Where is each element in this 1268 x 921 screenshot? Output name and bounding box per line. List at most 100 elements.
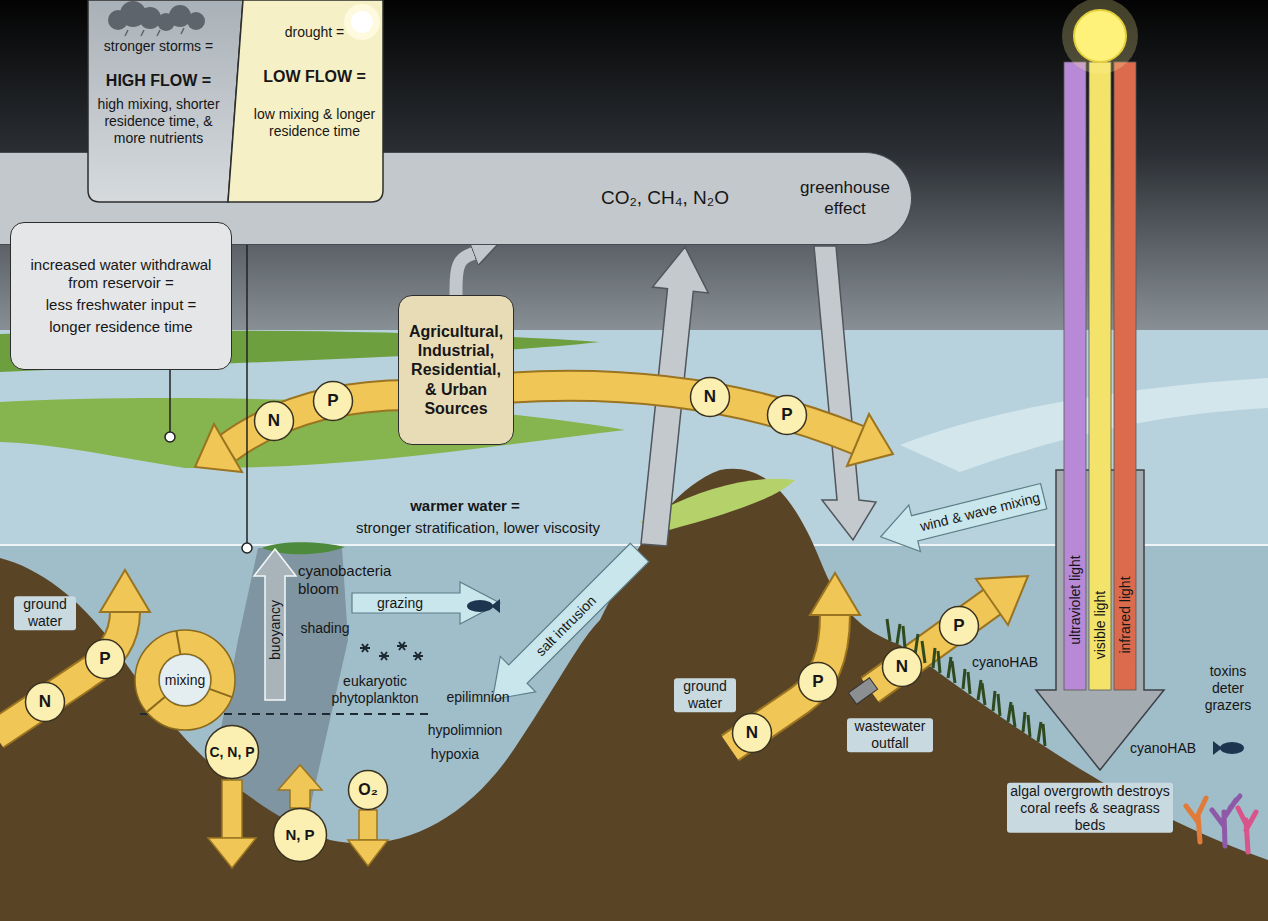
text-stack: N, P [285, 826, 314, 844]
outfall-pipe [848, 678, 877, 705]
note-label-text: algal overgrowth destroys coral reefs & … [1007, 783, 1173, 833]
nutrient-circle: N [689, 376, 731, 418]
wind-arrow [875, 473, 1050, 560]
fish [1213, 741, 1244, 755]
node-text: less freshwater input = [19, 296, 223, 314]
nutrient-circle: N [881, 646, 923, 688]
nutrient-arrows [505, 386, 858, 440]
node-text: high mixing, shorter residence time, & m… [94, 96, 223, 146]
light-label: ultraviolet light [1067, 552, 1084, 648]
nutrient-circle: N [731, 712, 773, 754]
mixing-ring-outline [135, 630, 235, 730]
text-stack: N [896, 657, 908, 677]
text-stack: P [327, 391, 338, 411]
nutrient-arrows [870, 602, 992, 690]
node-text: P [953, 616, 964, 636]
sunlight [1074, 10, 1126, 62]
text-stack: P [953, 616, 964, 636]
node-text: CO₂, CH₄, N₂O [601, 187, 729, 210]
nutrient-pool-circle-outline [206, 726, 259, 779]
nutrient-arrows [0, 612, 125, 735]
text-stack: P [781, 405, 792, 425]
source-label: ground water [674, 678, 736, 712]
mixing-ring-outline [160, 655, 210, 705]
high-flow-panel-outline [88, 0, 243, 202]
node-text: HIGH FLOW = [94, 71, 223, 90]
text-stack: P [99, 649, 110, 669]
text-stack: C, N, P [209, 744, 254, 761]
nutrient-arrows [810, 573, 860, 615]
node-text: low mixing & longer residence time [252, 106, 377, 140]
nutrient-arrows [0, 612, 125, 735]
nutrient-circle-outline [255, 402, 294, 441]
node-text: P [812, 672, 823, 692]
mixing-ring-outline [176, 631, 180, 655]
organism-label: cyanobacteria bloom [298, 562, 398, 598]
leader-line [169, 368, 171, 432]
text-stack: P [812, 672, 823, 692]
process-label-text: buoyancy [267, 597, 284, 663]
sunlight [1036, 0, 1164, 770]
nutrient-source-box: Agricultural, Industrial, Residential, &… [398, 295, 514, 445]
process-label: shading [300, 620, 349, 637]
coral [1186, 798, 1206, 842]
node-text: N [704, 387, 716, 407]
organism-label-text: cyanobacteria bloom [298, 562, 398, 598]
nutrient-circle: N [24, 681, 66, 723]
note-label-text: toxins deter grazers [1195, 663, 1261, 713]
light-label: infrared light [1117, 573, 1134, 656]
mixing-ring-outline [147, 697, 165, 712]
text-stack: N [746, 723, 758, 743]
leader-line [165, 432, 175, 442]
low-flow-panel-outline [351, 11, 373, 33]
layer-label: hypoxia [431, 746, 479, 763]
layer-label-text: epilimnion [446, 689, 509, 706]
node-text: P [781, 405, 792, 425]
nutrient-circle-outline [86, 640, 125, 679]
nutrient-circle-outline [799, 663, 838, 702]
mixing-ring-outline [209, 689, 232, 697]
callout-text: warmer water = [410, 497, 520, 515]
low-flow-panel-outline [228, 0, 383, 202]
node-text: P [327, 391, 338, 411]
sunlight [1064, 62, 1086, 690]
nutrient-circle: P [312, 380, 354, 422]
node-text: N [39, 692, 51, 712]
nutrient-circle-outline [691, 378, 730, 417]
low-flow-panel: drought =LOW FLOW =low mixing & longer r… [228, 0, 383, 202]
organism-label-text: cyanoHAB [1130, 740, 1196, 757]
light-label-text: infrared light [1117, 573, 1134, 656]
high-flow-panel-outline [187, 12, 205, 30]
node-text: P [99, 649, 110, 669]
text-stack: N [39, 692, 51, 712]
node-text: longer residence time [19, 318, 223, 336]
leader-line [246, 202, 248, 543]
note-label: toxins deter grazers [1195, 663, 1261, 713]
sunlight [1062, 0, 1138, 74]
node-text: N [268, 411, 280, 431]
text-stack: Agricultural, Industrial, Residential, &… [407, 322, 505, 418]
process-label-text: grazing [374, 595, 426, 612]
fish [467, 600, 493, 612]
light-label-text: visible light [1092, 588, 1109, 662]
source-label-text: ground water [674, 678, 736, 712]
nutrient-arrows [870, 602, 992, 690]
source-label-text: wastewater outfall [847, 718, 933, 752]
process-label-text: shading [300, 620, 349, 637]
organism-label: cyanoHAB [972, 654, 1038, 671]
wind-arrow [875, 473, 1050, 560]
sunlight [1089, 62, 1111, 690]
buoyancy-arrow [254, 549, 296, 700]
nutrient-arrows [100, 570, 150, 612]
text-stack: increased water withdrawal from reservoi… [19, 252, 223, 340]
node-text: Agricultural, Industrial, Residential, &… [407, 322, 505, 418]
mixing-ring: mixing [133, 628, 237, 732]
node-text: increased water withdrawal from reservoi… [19, 256, 223, 292]
greenhouse-arrow [814, 246, 876, 540]
nutrient-pool-circle: C, N, P [204, 724, 260, 780]
process-label: buoyancy [267, 597, 284, 663]
note-label: algal overgrowth destroys coral reefs & … [1007, 783, 1173, 833]
node-text: greenhouse effect [793, 178, 897, 219]
